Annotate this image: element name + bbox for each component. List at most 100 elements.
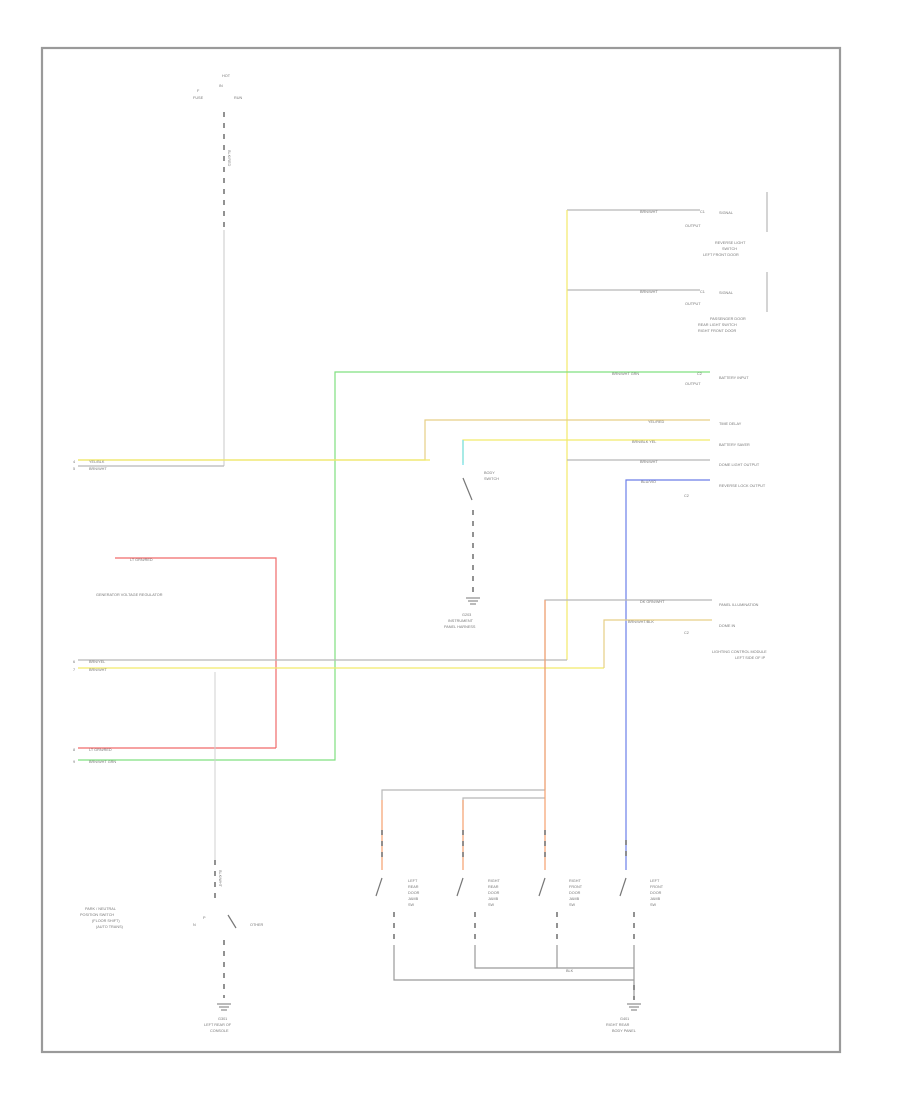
pn-pin-n: N <box>193 923 196 927</box>
door-ground-bus: BLK G401 RIGHT REAR BODY PANEL <box>393 945 641 1033</box>
rc1-pin2: OUTPUT <box>685 224 701 228</box>
rc1-name-1: REVERSE LIGHT <box>715 241 746 245</box>
rg-1: G401 <box>620 1017 629 1021</box>
door-switch-4: LEFT FRONT DOOR JAMB SW <box>619 877 664 945</box>
ground-bus-2 <box>474 945 634 969</box>
ds4-l4: JAMB <box>650 897 661 901</box>
left-connector-2: BRN/YEL BRN/WHT 6 7 <box>73 659 604 672</box>
mr-wire-1-label: DK GRN/WHT <box>640 600 665 604</box>
lc1-pin-2: 5 <box>73 467 75 471</box>
pn-pin-other: OTHER <box>250 923 264 927</box>
blue-wire-path <box>625 479 710 870</box>
orange-bus-gray-2 <box>462 797 545 810</box>
lcm-name-1: LIGHTING CONTROL MODULE <box>712 650 767 654</box>
rc1-name-2: SWITCH <box>722 247 737 251</box>
center-ground-symbol <box>466 597 480 605</box>
diagram-frame <box>40 46 842 1054</box>
switch-symbol <box>462 477 473 501</box>
blue-wire-pin: C2 <box>684 494 689 498</box>
fuse-wire-label: BLK/RED <box>227 150 231 167</box>
red-wire-path <box>115 557 277 748</box>
ds2-l4: JAMB <box>488 897 499 901</box>
ds1-l2: REAR <box>408 885 419 889</box>
rc2-pin2: OUTPUT <box>685 302 701 306</box>
ds3-l2: FRONT <box>569 885 583 889</box>
rc2-pin: C1 <box>700 290 705 294</box>
lc1-wire-1: YEL/BLK <box>89 460 105 464</box>
yellow-saver-func: BATTERY SAVER <box>719 443 750 447</box>
pn-l1: PARK / NEUTRAL <box>85 907 116 911</box>
dome-output-wire: BRN/WHT DOME LIGHT OUTPUT <box>567 459 760 467</box>
mr-wire-2-func: DOME IN <box>719 624 736 628</box>
lc2-wire-1: BRN/YEL <box>89 660 105 664</box>
left-connector-1: YEL/BLK BRN/WHT 4 5 <box>73 459 430 471</box>
left-connector-3: LT GRN/RED BRN/WHT GRN 8 9 <box>73 747 276 764</box>
ds1-l3: DOOR <box>408 891 420 895</box>
right-component-2: BRN/WHT C1 OUTPUT SIGNAL PASSENGER DOOR … <box>567 272 768 333</box>
green-func-label: BATTERY INPUT <box>719 376 749 380</box>
fuse-label-fuse: FUSE <box>193 96 204 100</box>
dome-wire-label: BRN/WHT <box>640 460 658 464</box>
right-component-1: BRN/WHT C1 OUTPUT SIGNAL REVERSE LIGHT S… <box>567 192 768 257</box>
door-switch-4-symbol <box>619 877 627 897</box>
park-neutral-switch: BLK/WHT PARK / NEUTRAL POSITION SWITCH (… <box>80 672 264 1033</box>
ds1-l1: LEFT <box>408 879 418 883</box>
lg-3: CONSOLE <box>210 1029 229 1033</box>
ds1-l4: JAMB <box>408 897 419 901</box>
ds2-l1: RIGHT <box>488 879 500 883</box>
body-switch-label-1: BODY <box>484 471 495 475</box>
fuse-label-in: IN <box>219 84 223 88</box>
ds4-l1: LEFT <box>650 879 660 883</box>
lc2-wire-2: BRN/WHT <box>89 668 107 672</box>
rc1-pin: C1 <box>700 210 705 214</box>
pn-l3: (FLOOR SHIFT) <box>92 919 120 923</box>
ground-wire-label: BLK <box>566 969 574 973</box>
tan-wire-label: YEL/RED <box>648 420 665 424</box>
door-switch-3-symbol <box>538 877 546 897</box>
lcm-name-2: LEFT SIDE OF IP <box>735 656 766 660</box>
green-wire-pin: C2 <box>697 372 702 376</box>
pn-wire-label: BLK/WHT <box>218 870 222 888</box>
mr-wire-2 <box>603 619 712 668</box>
rc1-name-3: LEFT FRONT DOOR <box>703 253 739 257</box>
right-ground-symbol <box>627 1003 641 1011</box>
center-body-switch: BODY SWITCH G203 INSTRUMENT PANEL HARNES… <box>444 471 499 629</box>
center-ground-1: G203 <box>462 613 471 617</box>
center-ground-3: PANEL HARNESS <box>444 625 476 629</box>
ds1-l5: SW <box>408 903 415 907</box>
door-switch-2: RIGHT REAR DOOR JAMB SW <box>456 877 500 945</box>
blue-func-label: REVERSE LOCK OUTPUT <box>719 484 766 488</box>
green-wire-pin2: OUTPUT <box>685 382 701 386</box>
rc2-name-1: PASSENGER DOOR <box>710 317 746 321</box>
regulator-label: GENERATOR VOLTAGE REGULATOR <box>96 593 163 597</box>
rc1-func: SIGNAL <box>719 211 733 215</box>
ds4-l2: FRONT <box>650 885 664 889</box>
green-wire-path <box>78 371 710 761</box>
ds3-l4: JAMB <box>569 897 580 901</box>
rc2-name-3: RIGHT FRONT DOOR <box>698 329 737 333</box>
pn-l2: POSITION SWITCH <box>80 913 114 917</box>
orange-door-feeds <box>381 600 627 870</box>
lc2-pin-1: 6 <box>73 660 75 664</box>
pn-switch-symbol <box>227 914 237 929</box>
mr-wire-1-func: PANEL ILLUMINATION <box>719 603 759 607</box>
lighting-control-module: DK GRN/WHT PANEL ILLUMINATION BRN/WHT/BL… <box>544 599 767 790</box>
mr-wire-2-label: BRN/WHT/BLK <box>628 620 654 624</box>
lc1-wire-2: BRN/WHT <box>89 467 107 471</box>
fuse-label-hot: HOT <box>222 74 231 78</box>
lg-2: LEFT REAR OF <box>204 1023 232 1027</box>
green-wire: BRN/WHT GRN C2 OUTPUT BATTERY INPUT <box>78 371 749 761</box>
body-switch-label-2: SWITCH <box>484 477 499 481</box>
rc1-wire-label: BRN/WHT <box>640 210 658 214</box>
rc2-name-2: REAR LIGHT SWITCH <box>698 323 737 327</box>
ground-bus-1 <box>393 945 634 981</box>
top-fuse-feed: HOT IN FUSE RUN F BLK/RED <box>193 74 242 466</box>
door-switch-1: LEFT REAR DOOR JAMB SW <box>375 877 420 945</box>
pn-l4: (AUTO TRANS) <box>96 925 124 929</box>
tan-func-label: TIME DELAY <box>719 422 742 426</box>
yellow-saver-label: BRN/BLK YEL <box>632 440 656 444</box>
rc2-func: SIGNAL <box>719 291 733 295</box>
rg-2: RIGHT REAR <box>606 1023 630 1027</box>
mr-wire-1 <box>544 599 712 790</box>
rg-3: BODY PANEL <box>612 1029 636 1033</box>
